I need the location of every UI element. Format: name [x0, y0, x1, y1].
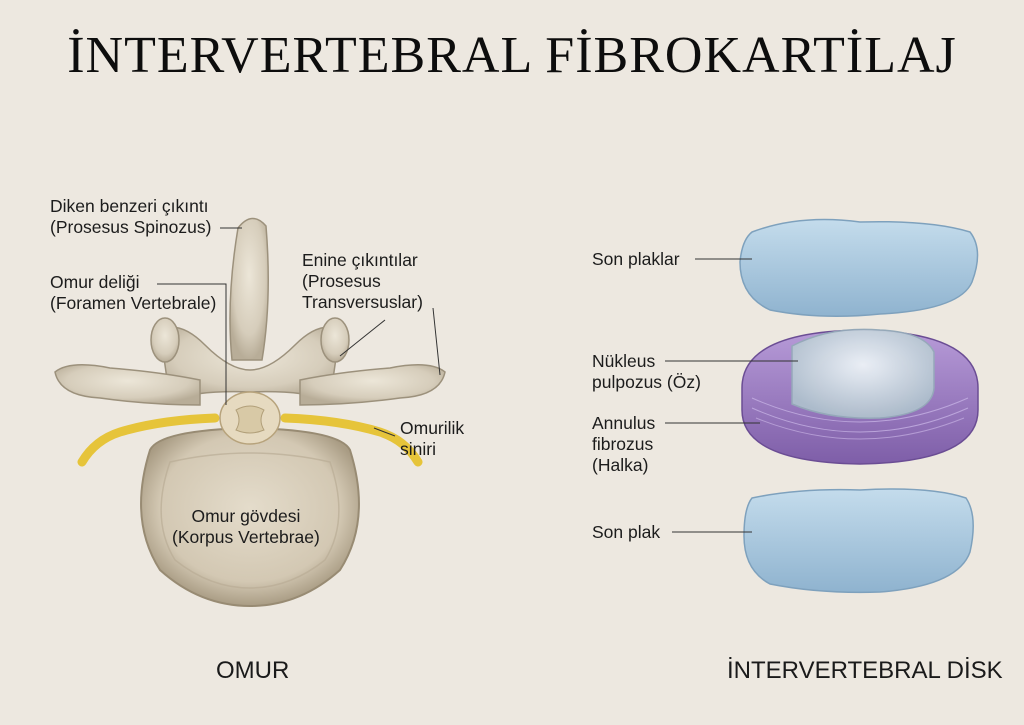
- caption-disc: İNTERVERTEBRAL DİSK: [727, 657, 1003, 684]
- caption-vertebra: OMUR: [216, 657, 290, 684]
- label-vertebral-foramen: Omur deliği (Foramen Vertebrale): [50, 272, 217, 313]
- label-transverse-processes: Enine çıkıntılar (Prosesus Transversusla…: [302, 250, 423, 312]
- spinal-nerve-right: [280, 413, 423, 467]
- label-endplate: Son plak: [592, 522, 661, 542]
- spinous-process: [229, 217, 269, 361]
- vertebra: [54, 217, 446, 608]
- spinal-nerve-left: [77, 413, 220, 467]
- intervertebral-disc: [665, 218, 979, 594]
- transverse-process-right: [299, 364, 446, 406]
- vertebral-arch: [159, 326, 341, 401]
- endplate-top: [739, 218, 979, 317]
- endplate-bottom: [743, 488, 974, 594]
- label-nucleus-pulposus: Nükleus pulpozus (Öz): [592, 351, 701, 392]
- label-vertebral-body: Omur gövdesi (Korpus Vertebrae): [172, 506, 320, 547]
- label-spinous-process: Diken benzeri çıkıntı (Prosesus Spinozus…: [50, 196, 212, 237]
- articular-process-left: [150, 317, 180, 363]
- nucleus-pulposus: [791, 328, 935, 419]
- label-endplates: Son plaklar: [592, 249, 680, 269]
- label-spinal-nerve: Omurilik siniri: [400, 418, 465, 459]
- transverse-process-left: [54, 364, 201, 406]
- page-title: İNTERVERTEBRAL FİBROKARTİLAJ: [67, 27, 957, 84]
- label-annulus-fibrosus: Annulus fibrozus (Halka): [592, 413, 656, 475]
- articular-process-right: [320, 317, 350, 363]
